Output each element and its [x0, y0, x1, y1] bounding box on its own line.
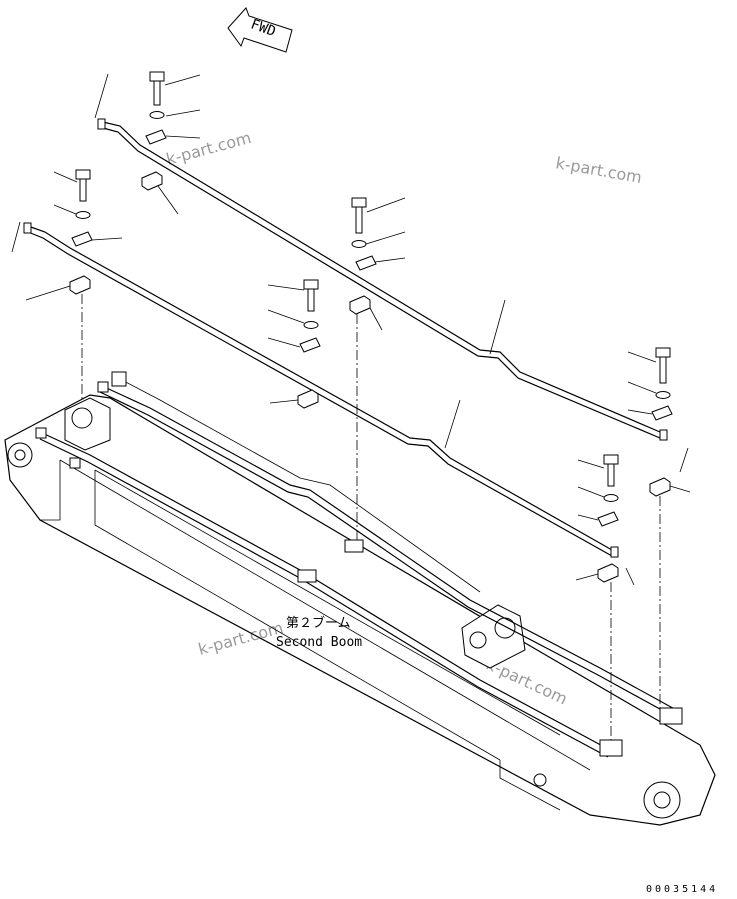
- bolt-stack-1: [141, 71, 167, 191]
- bolt-stack-5: [649, 347, 673, 497]
- bolt-stack-3: [349, 197, 377, 315]
- bolt-stack-6: [597, 454, 619, 583]
- bolt-stack-2: [69, 169, 93, 295]
- boom-hydraulic-lines: [35, 371, 683, 758]
- leader-lines: [11, 73, 691, 586]
- fwd-arrow: FWD: [227, 7, 293, 53]
- drawing-number: 00035144: [646, 884, 718, 895]
- part-label-en: Second Boom: [276, 635, 362, 650]
- watermark-2: k-part.com: [554, 153, 643, 187]
- lower-tube: [23, 222, 619, 558]
- assembly-lines: [81, 294, 661, 748]
- watermark-1: k-part.com: [164, 128, 253, 169]
- part-label-jp: 第２ブーム: [286, 615, 351, 631]
- watermark-3: k-part.com: [196, 618, 285, 659]
- upper-tube: [97, 118, 668, 441]
- bolt-stack-4: [297, 279, 321, 409]
